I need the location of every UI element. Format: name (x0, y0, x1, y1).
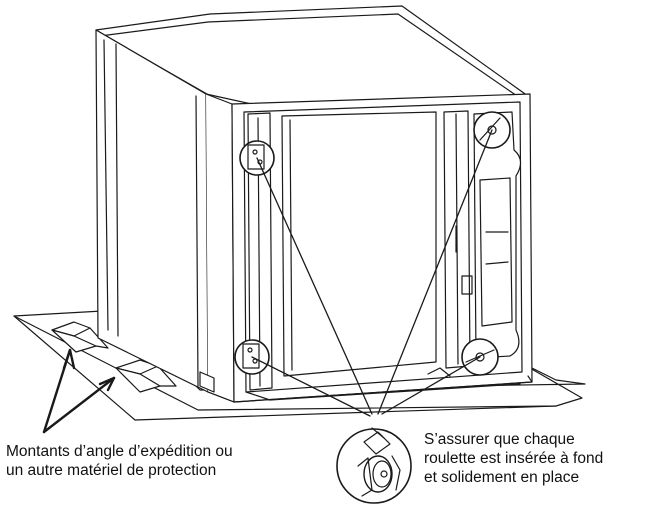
shipping-supports-line1: Montants d’angle d’expédition ou (6, 443, 233, 460)
caster-leader-lines (251, 129, 493, 417)
caster-check-line2: roulette est insérée à fond (424, 450, 604, 467)
shipping-corner-post-left (51, 321, 109, 353)
caster-detail-icon (336, 427, 412, 504)
cabinet-base (207, 375, 533, 403)
caster-check-line3: et solidement en place (424, 469, 580, 486)
caster-check-line1: S’assurer que chaque (424, 431, 575, 448)
shipping-supports-line2: un autre matériel de protection (6, 462, 217, 479)
caster-check-callout: S’assurer que chaque roulette est inséré… (424, 430, 603, 487)
shipping-post-arrows (42, 348, 116, 434)
shipping-supports-callout: Montants d’angle d’expédition ou un autr… (6, 442, 233, 480)
shipping-corner-post-right (115, 359, 177, 393)
